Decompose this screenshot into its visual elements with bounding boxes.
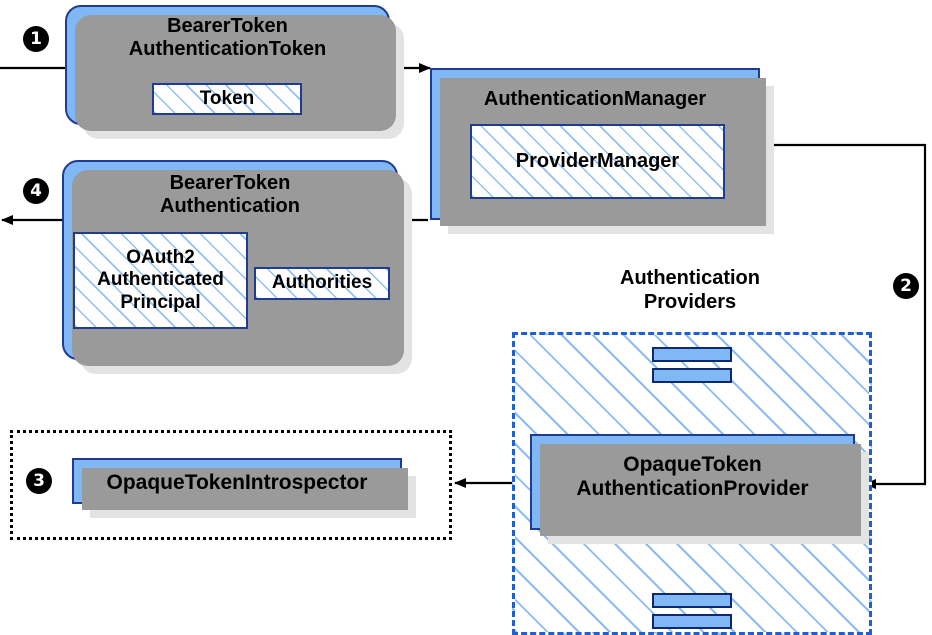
authentication-providers-group-label: Authentication Providers [620,267,760,313]
authentication-manager-title: AuthenticationManager [483,88,707,110]
badge-step-2: 2 [893,273,919,299]
bearer-token-authentication-title: BearerToken Authentication [160,172,300,218]
bearer-token-authentication-token-title: BearerToken AuthenticationToken [128,15,327,61]
node-opaque-token-introspector[interactable]: OpaqueTokenIntrospector [72,458,416,518]
inner-box-oauth2-authenticated-principal[interactable]: OAuth2 Authenticated Principal [73,232,248,329]
inner-box-authorities[interactable]: Authorities [254,267,390,300]
node-bearer-token-authentication-token[interactable]: BearerToken AuthenticationToken Token [65,5,404,139]
node-bearer-token-authentication[interactable]: BearerToken Authentication OAuth2 Authen… [62,160,412,374]
inner-box-token[interactable]: Token [152,83,302,115]
node-authentication-manager[interactable]: AuthenticationManager ProviderManager [430,68,774,234]
abbreviated-provider-top-bar-1 [652,347,732,362]
abbreviated-provider-bottom-bar-2 [652,614,732,629]
group-opaque-token-introspector [10,430,452,540]
node-opaque-token-authentication-provider[interactable]: OpaqueToken AuthenticationProvider [530,434,869,544]
abbreviated-provider-top-bar-2 [652,368,732,383]
badge-step-4: 4 [23,178,49,204]
opaque-token-authentication-provider-title: OpaqueToken AuthenticationProvider [576,453,809,501]
inner-box-provider-manager[interactable]: ProviderManager [470,124,725,199]
abbreviated-provider-bottom-bar-1 [652,593,732,608]
badge-step-3: 3 [26,468,52,494]
opaque-token-introspector-title: OpaqueTokenIntrospector [106,471,368,494]
badge-step-1: 1 [23,26,49,52]
